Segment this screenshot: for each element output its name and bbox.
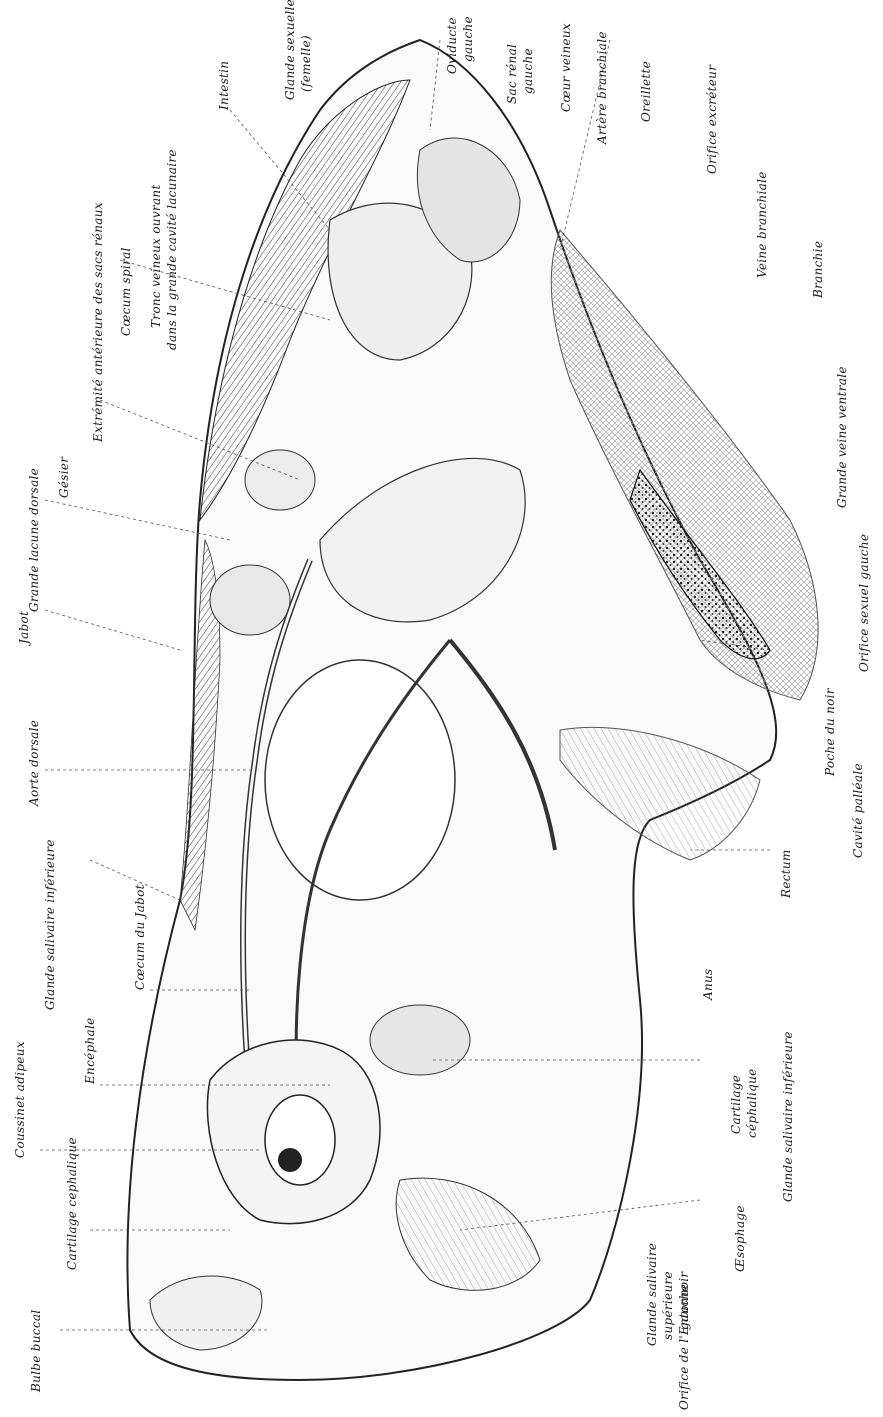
label-oreillette: Oreillette: [640, 61, 653, 122]
label-glande-sexuelle-line1: Glande sexuelle: [284, 0, 297, 100]
label-branchie: Branchie: [812, 241, 825, 298]
label-poche-du-noir: Poche du noir: [824, 688, 837, 776]
label-glande-salivaire-superieure-line1: Glande salivaire: [646, 1243, 659, 1346]
label-rectum: Rectum: [780, 849, 793, 898]
label-grande-lacune-dorsale: Grande lacune dorsale: [28, 468, 41, 612]
label-gesier: Gésier: [58, 457, 71, 498]
label-glande-sexuelle-line2: (femelle): [300, 35, 313, 92]
round-organ-upper: [210, 565, 290, 635]
label-artere-branchiale: Artère branchiale: [596, 31, 609, 144]
label-oesophage: Œsophage: [734, 1205, 747, 1272]
label-encephale: Encéphale: [84, 1017, 97, 1084]
label-caecum-du-jabot: Cœcum du Jabot: [134, 884, 147, 990]
label-bulbe-buccal: Bulbe buccal: [30, 1310, 43, 1392]
label-cartilage-cephalique-right-line1: Cartilage: [730, 1075, 743, 1134]
label-glande-salivaire-inferieure-top: Glande salivaire inférieure: [44, 839, 57, 1010]
encephale-shape: [265, 1095, 335, 1185]
label-veine-branchiale: Veine branchiale: [756, 171, 769, 278]
eye-socket: [278, 1148, 302, 1172]
label-grande-veine-ventrale: Grande veine ventrale: [836, 366, 849, 508]
label-cavite-palleale: Cavité palléale: [852, 763, 865, 858]
label-jabot: Jabot: [18, 611, 31, 644]
round-organ-lower: [245, 450, 315, 510]
label-oviducte-line1: Oviducte: [446, 17, 459, 74]
label-intestin: Intestin: [218, 61, 231, 110]
label-oviducte-line2: gauche: [462, 16, 475, 62]
label-tronc-veineux-line1: Tronc veineux ouvrant: [150, 184, 163, 328]
label-glande-salivaire-inferieure-bottom: Glande salivaire inférieure: [782, 1031, 795, 1202]
label-cartilage-cephalique-right-line2: céphalique: [746, 1068, 759, 1138]
label-aorte-dorsale: Aorte dorsale: [28, 720, 41, 806]
label-orifice-excreteur: Orifice excréteur: [706, 65, 719, 174]
label-coussinet-adipeux: Coussinet adipeux: [14, 1041, 27, 1158]
label-orifice-entonnoir: Orifice de l'Entonnoir: [678, 1272, 691, 1410]
label-sac-renal-line2: gauche: [522, 48, 535, 94]
jabot-organ: [265, 660, 455, 900]
label-orifice-sexuel-gauche: Orifice sexuel gauche: [858, 534, 871, 672]
label-extremite-anterieure: Extrémité antérieure des sacs rénaux: [92, 202, 105, 442]
label-sac-renal-line1: Sac rénal: [506, 44, 519, 104]
label-coeur-veineux: Cœur veineux: [560, 23, 573, 112]
label-tronc-veineux-line2: dans la grande cavité lacunaire: [166, 149, 179, 350]
label-anus: Anus: [702, 969, 715, 1000]
label-caecum-spiral: Cœcum spiral: [120, 247, 133, 336]
label-cartilage-cephalique-left: Cartilage cephalique: [66, 1137, 79, 1270]
label-glande-salivaire-superieure-line2: supérieure: [662, 1271, 675, 1340]
glande-salivaire-inferieure-shape: [370, 1005, 470, 1075]
